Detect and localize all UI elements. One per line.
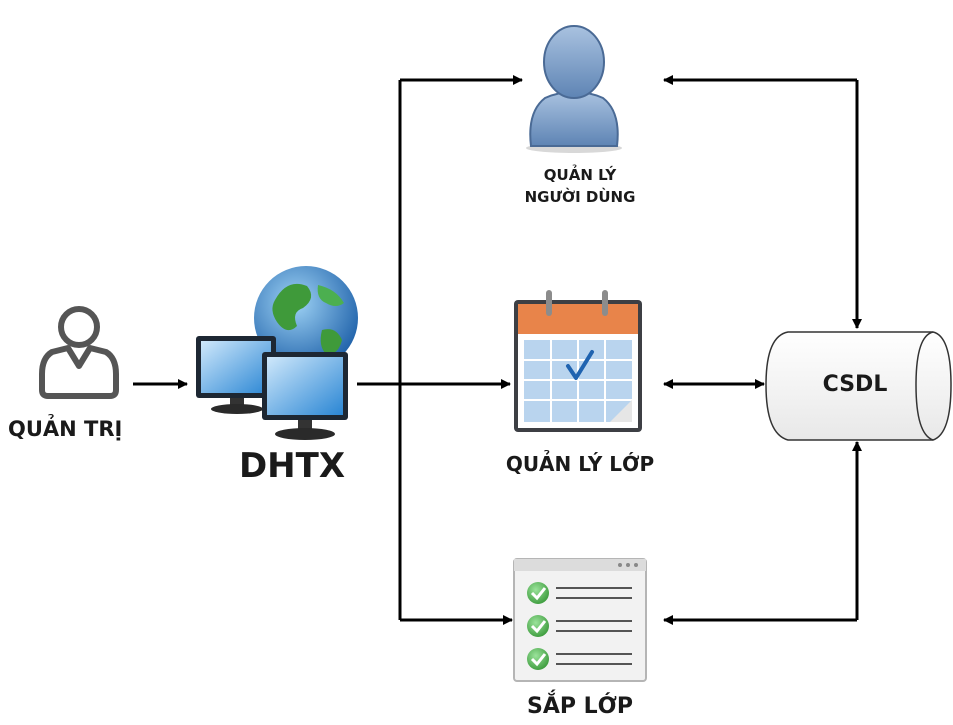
- user-management-label-line2: NGƯỜI DÙNG: [524, 188, 636, 206]
- web-computers-globe-icon: [196, 266, 358, 440]
- database-cylinder-icon: [765, 331, 952, 441]
- database-label: CSDL: [822, 372, 888, 397]
- system-label: DHTX: [238, 446, 346, 486]
- user-management-label-line1: QUẢN LÝ: [543, 166, 617, 184]
- checklist-icon: [513, 558, 647, 682]
- user-silhouette-icon: [526, 25, 622, 153]
- calendar-icon: [514, 290, 642, 432]
- class-management-label: QUẢN LÝ LỚP: [505, 452, 655, 476]
- admin-user-icon: [39, 306, 119, 399]
- class-scheduling-label: SẮP LỚP: [526, 694, 633, 719]
- admin-label: QUẢN TRỊ: [8, 417, 123, 441]
- connectors: [133, 75, 862, 625]
